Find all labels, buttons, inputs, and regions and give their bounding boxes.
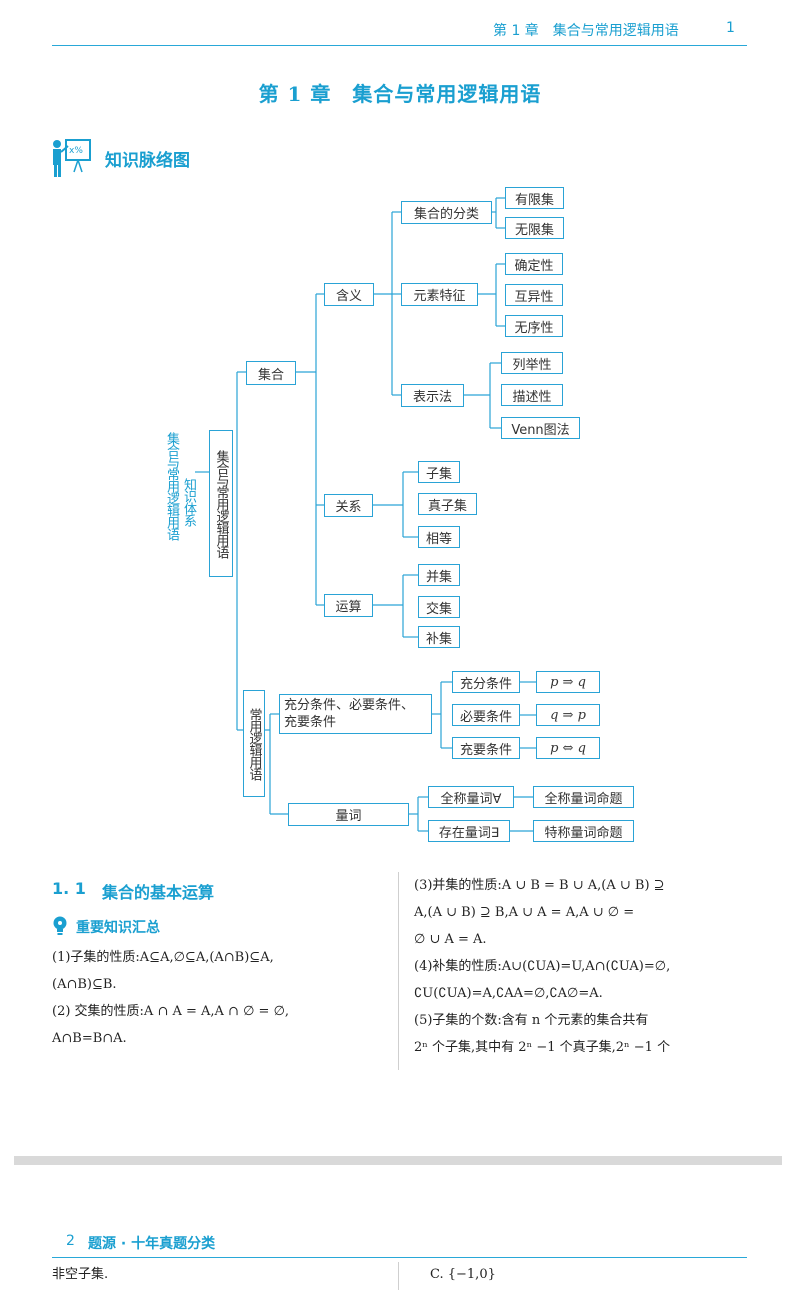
- mindmap-root-label: 集合与常用逻辑用语: [164, 432, 179, 540]
- page-number: 1: [726, 20, 735, 36]
- teacher-board-icon: x%: [50, 138, 92, 178]
- node-infinite: 无限集: [505, 217, 564, 239]
- column-divider: [398, 872, 399, 1070]
- next-page-right-text: C. {−1,0}: [430, 1267, 496, 1282]
- node-union: 并集: [418, 564, 460, 586]
- node-complement: 补集: [418, 626, 460, 648]
- node-subset: 子集: [418, 461, 460, 483]
- chapter-title: 第 1 章 集合与常用逻辑用语: [258, 82, 542, 106]
- node-iff-condition: 充要条件: [452, 737, 520, 759]
- node-universal-proposition: 全称量词命题: [533, 786, 634, 808]
- section-title-knowledge-map: 知识脉络图: [105, 151, 190, 171]
- node-branch-sets-logic: 集合与常用逻辑用语: [209, 430, 233, 577]
- node-conditions: 充分条件、必要条件、 充要条件: [279, 694, 432, 734]
- right-line-1: (3)并集的性质:A ∪ B = B ∪ A,(A ∪ B) ⊇: [414, 878, 665, 893]
- node-equal: 相等: [418, 526, 460, 548]
- node-unordered: 无序性: [505, 315, 563, 337]
- node-universal: 全称量词∀: [428, 786, 514, 808]
- next-page-divider: [398, 1262, 399, 1290]
- node-conditions-line2: 充要条件: [284, 715, 337, 730]
- running-header-title: 第 1 章 集合与常用逻辑用语: [493, 23, 679, 39]
- right-line-3: ∅ ∪ A = A.: [414, 932, 487, 947]
- left-line-1: (1)子集的性质:A⊆A,∅⊆A,(A∩B)⊆A,: [52, 950, 274, 965]
- svg-text:x%: x%: [69, 146, 83, 156]
- node-p-implies-q: p ⇒ q: [536, 671, 600, 693]
- node-q-implies-p: q ⇒ p: [536, 704, 600, 726]
- section-number: 1. 1: [52, 879, 86, 898]
- node-definite: 确定性: [505, 253, 563, 275]
- next-page-rule: [52, 1257, 747, 1258]
- right-line-7: 2ⁿ 个子集,其中有 2ⁿ −1 个真子集,2ⁿ −1 个: [414, 1040, 671, 1055]
- node-representation: 表示法: [401, 384, 464, 407]
- node-classification: 集合的分类: [401, 201, 492, 224]
- lightbulb-icon: [52, 916, 68, 936]
- right-line-2: A,(A ∪ B) ⊇ B,A ∪ A = A,A ∪ ∅ =: [414, 905, 635, 920]
- node-quantifier: 量词: [288, 803, 409, 826]
- node-distinct: 互异性: [505, 284, 563, 306]
- node-operation: 运算: [324, 594, 373, 617]
- node-finite: 有限集: [505, 187, 564, 209]
- node-intersection: 交集: [418, 596, 460, 618]
- mindmap-connectors: [195, 197, 536, 832]
- left-line-3: (2) 交集的性质:A ∩ A = A,A ∩ ∅ = ∅,: [52, 1004, 290, 1019]
- left-line-4: A∩B=B∩A.: [52, 1031, 127, 1046]
- left-column-text: (1)子集的性质:A⊆A,∅⊆A,(A∩B)⊆A, (A∩B)⊆B. (2) 交…: [52, 944, 387, 1052]
- left-line-2: (A∩B)⊆B.: [52, 977, 117, 992]
- node-existential-proposition: 特称量词命题: [533, 820, 634, 842]
- page-separator: [14, 1156, 782, 1165]
- node-logic: 常用逻辑用语: [243, 690, 265, 797]
- mindmap-system-label: 知识体系: [181, 478, 196, 526]
- node-existential: 存在量词∃: [428, 820, 510, 842]
- header-rule: [52, 45, 747, 46]
- right-line-5: ∁U(∁UA)=A,∁AA=∅,∁A∅=A.: [414, 986, 603, 1001]
- node-listing: 列举性: [501, 352, 563, 374]
- node-proper-subset: 真子集: [418, 493, 477, 515]
- node-p-iff-q: p ⇔ q: [536, 737, 600, 759]
- right-column-text: (3)并集的性质:A ∪ B = B ∪ A,(A ∪ B) ⊇ A,(A ∪ …: [414, 872, 754, 1061]
- section-title: 集合的基本运算: [102, 883, 215, 902]
- next-page-left-text: 非空子集.: [52, 1267, 109, 1282]
- node-conditions-line1: 充分条件、必要条件、: [284, 698, 415, 713]
- node-venn: Venn图法: [501, 417, 580, 439]
- node-element-features: 元素特征: [401, 283, 478, 306]
- right-line-6: (5)子集的个数:含有 n 个元素的集合共有: [414, 1013, 649, 1028]
- next-page-number: 2: [66, 1233, 75, 1249]
- right-line-4: (4)补集的性质:A∪(∁UA)=U,A∩(∁UA)=∅,: [414, 959, 671, 974]
- node-necessary: 必要条件: [452, 704, 520, 726]
- node-meaning: 含义: [324, 283, 374, 306]
- node-description: 描述性: [501, 384, 563, 406]
- summary-title: 重要知识汇总: [76, 920, 160, 936]
- next-page-running-title: 题源 · 十年真题分类: [88, 1236, 216, 1252]
- node-sufficient: 充分条件: [452, 671, 520, 693]
- node-relation: 关系: [324, 494, 373, 517]
- node-set: 集合: [246, 361, 296, 385]
